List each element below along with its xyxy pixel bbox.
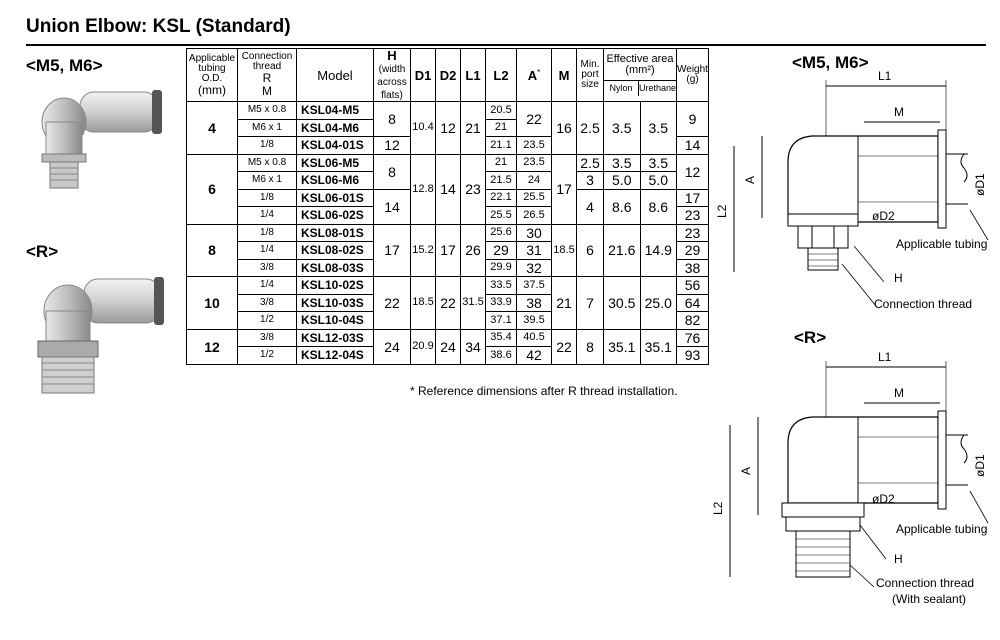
footnote: * Reference dimensions after R thread in… <box>410 384 678 398</box>
header-d1: D1 <box>410 48 436 102</box>
section-m5-m6: <M5, M6> <box>26 56 103 75</box>
applicable-tubing-label: Applicable tubing <box>896 237 987 251</box>
connection-thread-label: Connection thread <box>876 576 974 590</box>
header-d2: D2 <box>435 48 461 102</box>
dim-d2-label: øD2 <box>872 492 895 506</box>
dim-d2-label: øD2 <box>872 209 895 223</box>
table-row: 1/2 KSL12-04S 38.6 42 93 <box>187 346 709 365</box>
dim-h-label: H <box>894 271 903 285</box>
spec-table: Applicable tubing O.D.(mm) Connection th… <box>186 48 709 365</box>
table-row: M6 x 1 KSL06-M6 21.5 24 3 5.0 5.0 <box>187 171 709 190</box>
header-effective-area: Effective area (mm²) Nylon Urethane <box>603 48 677 102</box>
dim-h-label: H <box>894 552 903 566</box>
header-tubing-od: Applicable tubing O.D.(mm) <box>186 48 238 102</box>
header-model: Model <box>296 48 374 102</box>
m5-m6-dimension-drawing: <M5, M6> L1 M øD1 A L2 øD2 Applicable tu… <box>715 53 989 311</box>
table-row: 1/8 KSL06-01S 14 22.1 25.5 4 8.6 8.6 17 <box>187 188 709 225</box>
header-h: H(width across flats) <box>373 48 411 102</box>
dim-l1-label: L1 <box>878 350 892 364</box>
dim-m-label: M <box>894 105 904 119</box>
header-m: M <box>551 48 577 102</box>
dim-l1-label: L1 <box>878 69 892 83</box>
applicable-tubing-label: Applicable tubing <box>896 522 987 536</box>
table-row: 4 M5 x 0.8 KSL04-M5 8 10.4 12 21 20.5 22… <box>186 101 709 155</box>
header-l1: L1 <box>460 48 486 102</box>
header-weight: Weight (g) <box>676 48 709 102</box>
dim-l2-label: L2 <box>711 501 725 515</box>
header-a: A* <box>516 48 552 102</box>
r-dimension-drawing: <R> L1 M øD1 A L2 øD2 Applicable tubing … <box>711 328 989 606</box>
table-row: 6 M5 x 0.8 KSL06-M5 8 12.8 14 23 21 23.5… <box>186 153 709 225</box>
header-l2: L2 <box>485 48 517 102</box>
dim-a-label: A <box>743 176 757 184</box>
ksl-r-photo <box>37 277 164 394</box>
page-title: Union Elbow: KSL (Standard) <box>26 16 291 37</box>
section-r: <R> <box>26 242 59 261</box>
table-row: 3/8 KSL08-03S 29.9 32 38 <box>187 258 709 277</box>
dim-m-label: M <box>894 386 904 400</box>
table-row: 1/2 KSL10-04S 37.1 39.5 82 <box>187 311 709 330</box>
dim-d1-label: øD1 <box>973 173 987 196</box>
with-sealant-label: (With sealant) <box>892 592 966 606</box>
drawing-title: <M5, M6> <box>792 53 869 72</box>
drawing-title: <R> <box>794 328 826 347</box>
table-row: 8 1/8 KSL08-01S 17 15.2 17 26 25.6 30 18… <box>186 223 709 277</box>
dim-a-label: A <box>739 467 753 475</box>
table-row: 10 1/4 KSL10-02S 22 18.5 22 31.5 33.5 37… <box>186 276 709 330</box>
table-row: 12 3/8 KSL12-03S 24 20.9 24 34 35.4 40.5… <box>186 328 709 365</box>
dim-l2-label: L2 <box>715 204 729 218</box>
dim-d1-label: øD1 <box>973 454 987 477</box>
title-rule <box>26 44 986 46</box>
ksl-m5-photo <box>41 90 162 189</box>
table-row: 1/8 KSL04-01S 12 21.1 23.5 14 <box>187 136 709 155</box>
header-min-port-size: Min. port size <box>576 48 604 102</box>
connection-thread-label: Connection thread <box>874 297 972 311</box>
